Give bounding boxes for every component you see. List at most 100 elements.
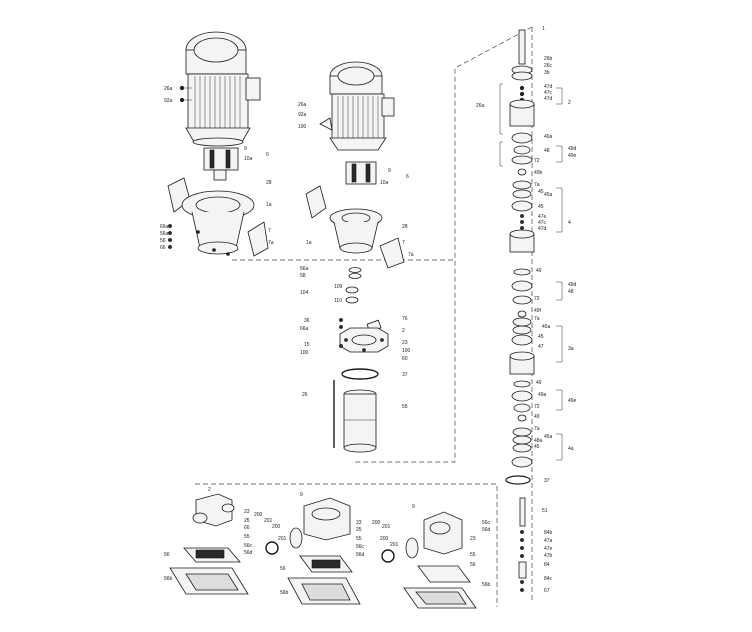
label: 45a [544, 192, 553, 198]
coupling-left [203, 147, 239, 181]
label: 37 [402, 372, 408, 378]
label: 3a [568, 346, 574, 352]
label: 60 [402, 356, 408, 362]
label: 76 [402, 316, 408, 322]
label: 67 [544, 588, 550, 594]
label: 48a [534, 438, 543, 444]
label: 26a [164, 86, 173, 92]
label: 55 [244, 534, 250, 540]
label: 48 [544, 148, 550, 154]
label: 92a [164, 98, 173, 104]
label: 47d [544, 96, 553, 102]
label: 56c [244, 543, 253, 549]
label: 47 [538, 344, 544, 350]
motor-stool-left [181, 190, 255, 256]
label: 10a [244, 156, 253, 162]
label: 49f [534, 308, 542, 314]
label: 2 [208, 487, 211, 493]
label: 28 [266, 180, 272, 186]
label: 49 [536, 380, 542, 386]
label: 47d [538, 226, 547, 232]
label: 56d [482, 527, 491, 533]
label: 109 [334, 284, 343, 290]
label: 110 [334, 298, 342, 304]
label: 23 [356, 520, 362, 526]
label: 200 [254, 512, 263, 518]
label: 190 [298, 124, 307, 130]
label: 45 [538, 334, 544, 340]
label: 49e [568, 153, 577, 159]
label: 1 [542, 26, 545, 32]
label: 49d [568, 146, 577, 152]
label: 56c [482, 520, 491, 526]
label: 26a [476, 103, 485, 109]
base-right [381, 511, 477, 609]
label: 58 [300, 273, 306, 279]
label: 26a [298, 102, 307, 108]
callout-labels: 26a 92a 9 6 10a 28 1a 66a 56a 56 66 7 7a… [160, 26, 577, 596]
label: 6 [406, 174, 409, 180]
label: 104 [300, 290, 309, 296]
label: 49a [544, 134, 553, 140]
motor-stool-center [329, 208, 383, 254]
label: 55 [470, 552, 476, 558]
label: 51 [542, 508, 548, 514]
label: 66a [160, 224, 169, 230]
label: 201 [390, 542, 399, 548]
label: 84c [544, 576, 553, 582]
label: 56 [470, 562, 476, 568]
label: 56a [160, 231, 169, 237]
guard-center [305, 185, 405, 269]
label: 2 [402, 328, 405, 334]
label: 100 [300, 350, 309, 356]
label: 47c [544, 90, 553, 96]
label: 49 [536, 268, 542, 274]
label: 47a [544, 538, 553, 544]
label: 45a [542, 324, 551, 330]
label: 47d [544, 84, 553, 90]
label: 72 [534, 404, 540, 410]
label: 26c [544, 63, 553, 69]
label: 28 [402, 224, 408, 230]
label: 55 [402, 404, 408, 410]
label: 56 [160, 238, 166, 244]
label: 200 [372, 520, 381, 526]
motor-center [329, 61, 395, 151]
label: 72 [534, 158, 540, 164]
label: 56d [356, 552, 365, 558]
label: 36 [304, 318, 310, 324]
stack-right [505, 65, 535, 592]
label: 45 [538, 189, 544, 195]
label: 1a [266, 202, 272, 208]
tie-bolt-and-sleeve [333, 380, 377, 453]
label: 48 [568, 289, 574, 295]
label: 7a [534, 182, 540, 188]
label: 56 [280, 566, 286, 572]
label: 7 [268, 228, 271, 234]
label: 200 [272, 524, 281, 530]
stack-brackets [499, 83, 563, 461]
label: 47c [538, 220, 547, 226]
label: 47e [538, 214, 547, 220]
label: 56 [164, 552, 170, 558]
label: 45 [538, 204, 544, 210]
base-left [169, 493, 249, 595]
label: 23 [244, 509, 250, 515]
label: 200 [380, 536, 389, 542]
label: 15 [304, 342, 310, 348]
label: 23 [402, 340, 408, 346]
label: 45a [544, 434, 553, 440]
motor-left [185, 31, 261, 147]
label: 84 [544, 562, 550, 568]
label: 49e [568, 398, 577, 404]
label: 4 [568, 220, 571, 226]
coupling-center [319, 117, 377, 185]
base-center [265, 497, 361, 605]
label: 7a [534, 426, 540, 432]
label: 37 [544, 478, 550, 484]
label: 7 [402, 240, 405, 246]
label: 66 [160, 245, 166, 251]
label: 56c [356, 544, 365, 550]
label: 2 [568, 100, 571, 106]
